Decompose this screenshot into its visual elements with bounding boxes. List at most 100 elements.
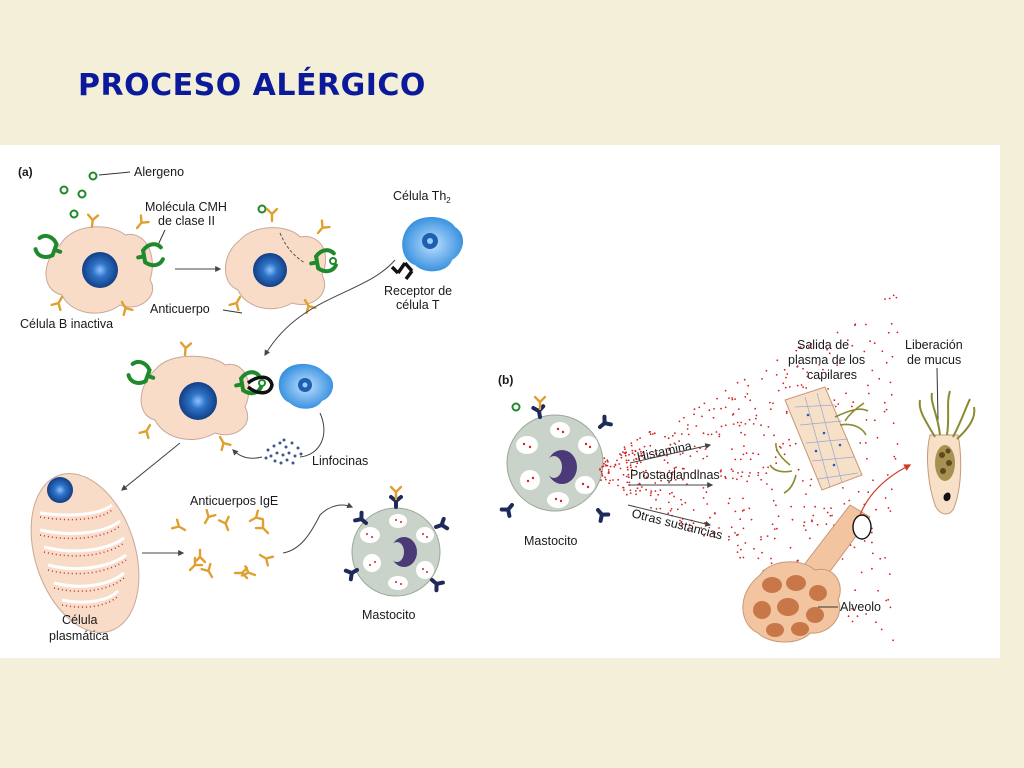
label-receptor-1: Receptor de	[384, 284, 452, 298]
mediator-dot	[728, 397, 730, 399]
mediator-dot	[848, 499, 851, 502]
mediator-dot	[625, 459, 628, 462]
mediator-dot	[639, 489, 641, 492]
mediator-dot	[635, 493, 637, 496]
mediator-dot	[671, 434, 674, 437]
mediator-dot	[896, 331, 899, 334]
mediator-dot	[668, 481, 670, 484]
label-salida-3: capilares	[807, 368, 857, 382]
mediator-dot	[739, 518, 742, 521]
mediator-dot	[848, 371, 850, 374]
mediator-dot	[851, 405, 853, 408]
panel-a-tag: (a)	[18, 165, 33, 179]
mediator-dot	[789, 546, 792, 549]
mediator-dot	[634, 490, 637, 492]
mediator-dot	[727, 538, 730, 541]
mediator-dot	[744, 433, 746, 436]
mediator-dot	[853, 546, 856, 549]
mediator-dot	[622, 451, 624, 453]
mediator-dot	[892, 422, 895, 424]
mediator-dot	[803, 506, 806, 508]
mediator-dot	[749, 399, 752, 402]
mediator-dot	[770, 562, 773, 565]
mediator-dot	[681, 524, 683, 527]
mediator-dot	[810, 519, 813, 522]
mediator-dot	[713, 408, 715, 410]
mediator-dot	[728, 535, 730, 538]
mediator-dot	[698, 406, 701, 409]
mediator-dot	[695, 425, 698, 427]
mediator-dot	[869, 340, 871, 343]
mediator-dot	[724, 475, 726, 478]
label-salida-2: plasma de los	[788, 353, 865, 367]
mediator-dot	[746, 393, 749, 395]
mediator-dot	[736, 478, 738, 481]
mediator-dot	[885, 408, 888, 411]
mediator-dot	[671, 471, 674, 474]
mediator-dot	[630, 444, 633, 447]
mediator-dot	[645, 469, 647, 472]
mediator-dot	[757, 453, 760, 456]
mediator-dot	[803, 524, 805, 527]
mediator-dot	[867, 384, 869, 387]
mediator-dot	[630, 442, 633, 444]
label-molecula-2: de clase II	[158, 214, 215, 228]
mediator-dot	[737, 533, 739, 536]
mediator-dot	[628, 481, 631, 484]
mediator-dot	[891, 355, 894, 358]
mediator-dot	[693, 413, 695, 416]
mediator-dot	[600, 479, 602, 482]
mediator-dot	[885, 599, 888, 602]
mediator-dot	[828, 352, 831, 355]
mediator-dot	[623, 452, 626, 454]
mediator-dot	[639, 450, 642, 453]
mediator-dot	[784, 386, 787, 389]
mediator-dot	[742, 497, 744, 500]
mediator-dot	[689, 455, 692, 457]
mediator-dot	[703, 534, 705, 537]
mediator-dot	[867, 491, 870, 494]
mediator-dot	[636, 487, 639, 490]
mediator-dot	[702, 487, 705, 489]
mediator-dot	[613, 465, 616, 468]
mediator-dot	[777, 515, 780, 518]
mediator-dot	[720, 407, 722, 410]
mediator-dot	[743, 378, 746, 381]
label-liberacion-1: Liberación	[905, 338, 963, 352]
mediator-dot	[871, 552, 874, 555]
mediator-dot	[760, 424, 762, 427]
mediator-dot	[825, 523, 828, 526]
mediator-dot	[875, 508, 877, 511]
mediator-dot	[633, 453, 636, 456]
mediator-dot	[814, 505, 816, 508]
label-plasmatica-2: plasmática	[49, 629, 109, 643]
mediator-dot	[797, 468, 800, 471]
mediator-dot	[749, 458, 752, 461]
mediator-dot	[763, 434, 765, 436]
mediator-dot	[642, 451, 644, 454]
mediator-dot	[765, 369, 768, 372]
mediator-dot	[772, 499, 775, 502]
mediator-dot	[640, 453, 643, 455]
mediator-dot	[866, 457, 868, 460]
mediator-dot	[834, 405, 837, 408]
mediator-dot	[607, 460, 609, 463]
mediator-dot	[671, 491, 673, 494]
mediator-dot	[873, 342, 876, 345]
mediator-dot	[783, 453, 786, 456]
mediator-dot	[788, 386, 791, 388]
mediator-dot	[673, 467, 676, 470]
mediator-dot	[810, 478, 813, 481]
mediator-dot	[876, 436, 879, 439]
mediator-dot	[896, 443, 899, 445]
mediator-dot	[607, 472, 610, 475]
label-liberacion-2: de mucus	[907, 353, 961, 367]
mediator-dot	[877, 589, 879, 592]
mediator-dot	[681, 467, 684, 470]
mediator-dot	[650, 506, 652, 509]
mediator-dot	[660, 479, 662, 482]
mediator-dot	[625, 451, 627, 454]
mediator-dot	[605, 464, 607, 467]
mediator-dot	[739, 556, 741, 559]
mediator-dot	[865, 323, 867, 326]
